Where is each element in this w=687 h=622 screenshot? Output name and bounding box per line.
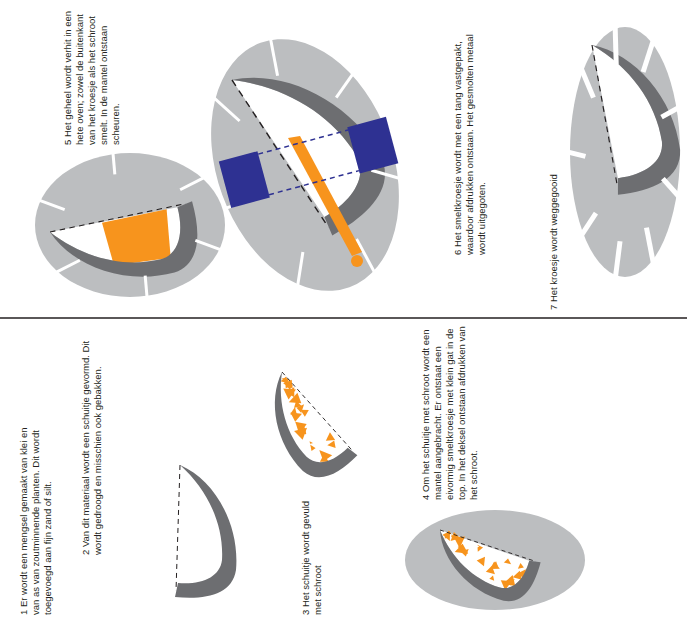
scrap-piece (309, 438, 324, 453)
scrap-piece (294, 423, 311, 440)
scrap-piece (486, 564, 497, 574)
mantle-cracks (36, 151, 223, 300)
rim-line (176, 465, 180, 591)
mantle-crack (646, 228, 653, 266)
boat (175, 465, 236, 598)
scrap-piece (327, 440, 338, 451)
mantle-crack (211, 89, 240, 127)
boat (425, 526, 542, 609)
mantle (405, 510, 585, 610)
scrap-piece (505, 577, 514, 586)
step-text: 4 Om het schuitje met schroot wordt een … (420, 325, 479, 500)
scrap-piece (459, 546, 468, 556)
scrap-piece (492, 560, 499, 567)
rim-line (440, 527, 536, 564)
mantle-crack (113, 151, 115, 175)
discarded-crucible-figure (567, 23, 687, 282)
divider-line (0, 317, 687, 319)
boat (226, 35, 403, 237)
mantle-crack (145, 276, 147, 300)
pouring-crucible-figure (172, 8, 432, 318)
boat-hull (226, 35, 403, 237)
step-text: 3 Het schuitje wordt gevuld met schroot (300, 495, 324, 615)
mantle-crack (195, 240, 223, 251)
mantle-crack (330, 71, 361, 97)
mantle-crack (643, 38, 654, 72)
boat-hull (175, 465, 236, 598)
step-text: 6 Het smeltkroesje wordt met een tang va… (452, 15, 488, 255)
scrap-piece (296, 403, 307, 414)
scrap-piece (518, 563, 525, 571)
boat-hull (245, 369, 358, 489)
rim-line (282, 370, 353, 454)
boat-hull (586, 32, 687, 196)
molten-metal-stream (288, 136, 362, 256)
scrap-piece (289, 407, 301, 419)
mantle-cracks (567, 23, 679, 282)
step-text: 1 Er wordt een mengsel gemaakt van klei … (18, 415, 54, 615)
mantle-crack (54, 260, 80, 273)
step-text: 7 Het kroesje wordt weggegooid (548, 160, 560, 310)
pour-and-tong (219, 117, 399, 267)
rim-line (49, 204, 186, 232)
filled-boat-figure (245, 369, 358, 489)
boat-hull (49, 201, 205, 293)
scrap-piece (517, 557, 524, 564)
tong (219, 117, 399, 208)
boat-hull (425, 526, 542, 609)
boat (245, 369, 358, 489)
mantle-crack (662, 107, 680, 117)
scrap-piece (451, 532, 462, 544)
mantle (35, 153, 225, 297)
tong-jaw (219, 151, 270, 208)
mantle-crack (567, 152, 585, 157)
mantle-crack (615, 23, 616, 65)
scrap-piece (489, 575, 496, 581)
heated-crucible-figure (35, 151, 225, 300)
boat-figure (175, 465, 236, 598)
scrap-piece (455, 542, 471, 556)
scrap-piece (470, 542, 480, 551)
scrap-piece (504, 558, 513, 565)
mantle-cracks (172, 8, 431, 318)
mantle-crack (615, 241, 620, 281)
tong-outline (269, 171, 359, 195)
mantle-crack (581, 213, 596, 236)
boat (586, 32, 687, 196)
mantle-crack (663, 179, 679, 197)
mantle-crack (36, 199, 64, 210)
scrap-piece (288, 393, 305, 409)
rim-line (227, 80, 333, 228)
boat (49, 201, 205, 293)
crucible-figure (405, 510, 585, 610)
mantle-crack (286, 252, 315, 290)
mantle-crack (263, 34, 284, 76)
scrap-piece (476, 555, 487, 567)
rim-line (588, 45, 623, 188)
mantle-crack (180, 176, 206, 189)
tong-jaw (347, 117, 398, 174)
molten-metal-drop (351, 255, 363, 267)
mantle (178, 13, 432, 318)
tong-outline (258, 130, 348, 154)
step-text: 5 Het geheel wordt verhit in een hete ov… (62, 5, 121, 145)
mantle-crack (581, 68, 594, 98)
step-text: 2 Van dit materiaal wordt een schuitje g… (80, 335, 104, 555)
